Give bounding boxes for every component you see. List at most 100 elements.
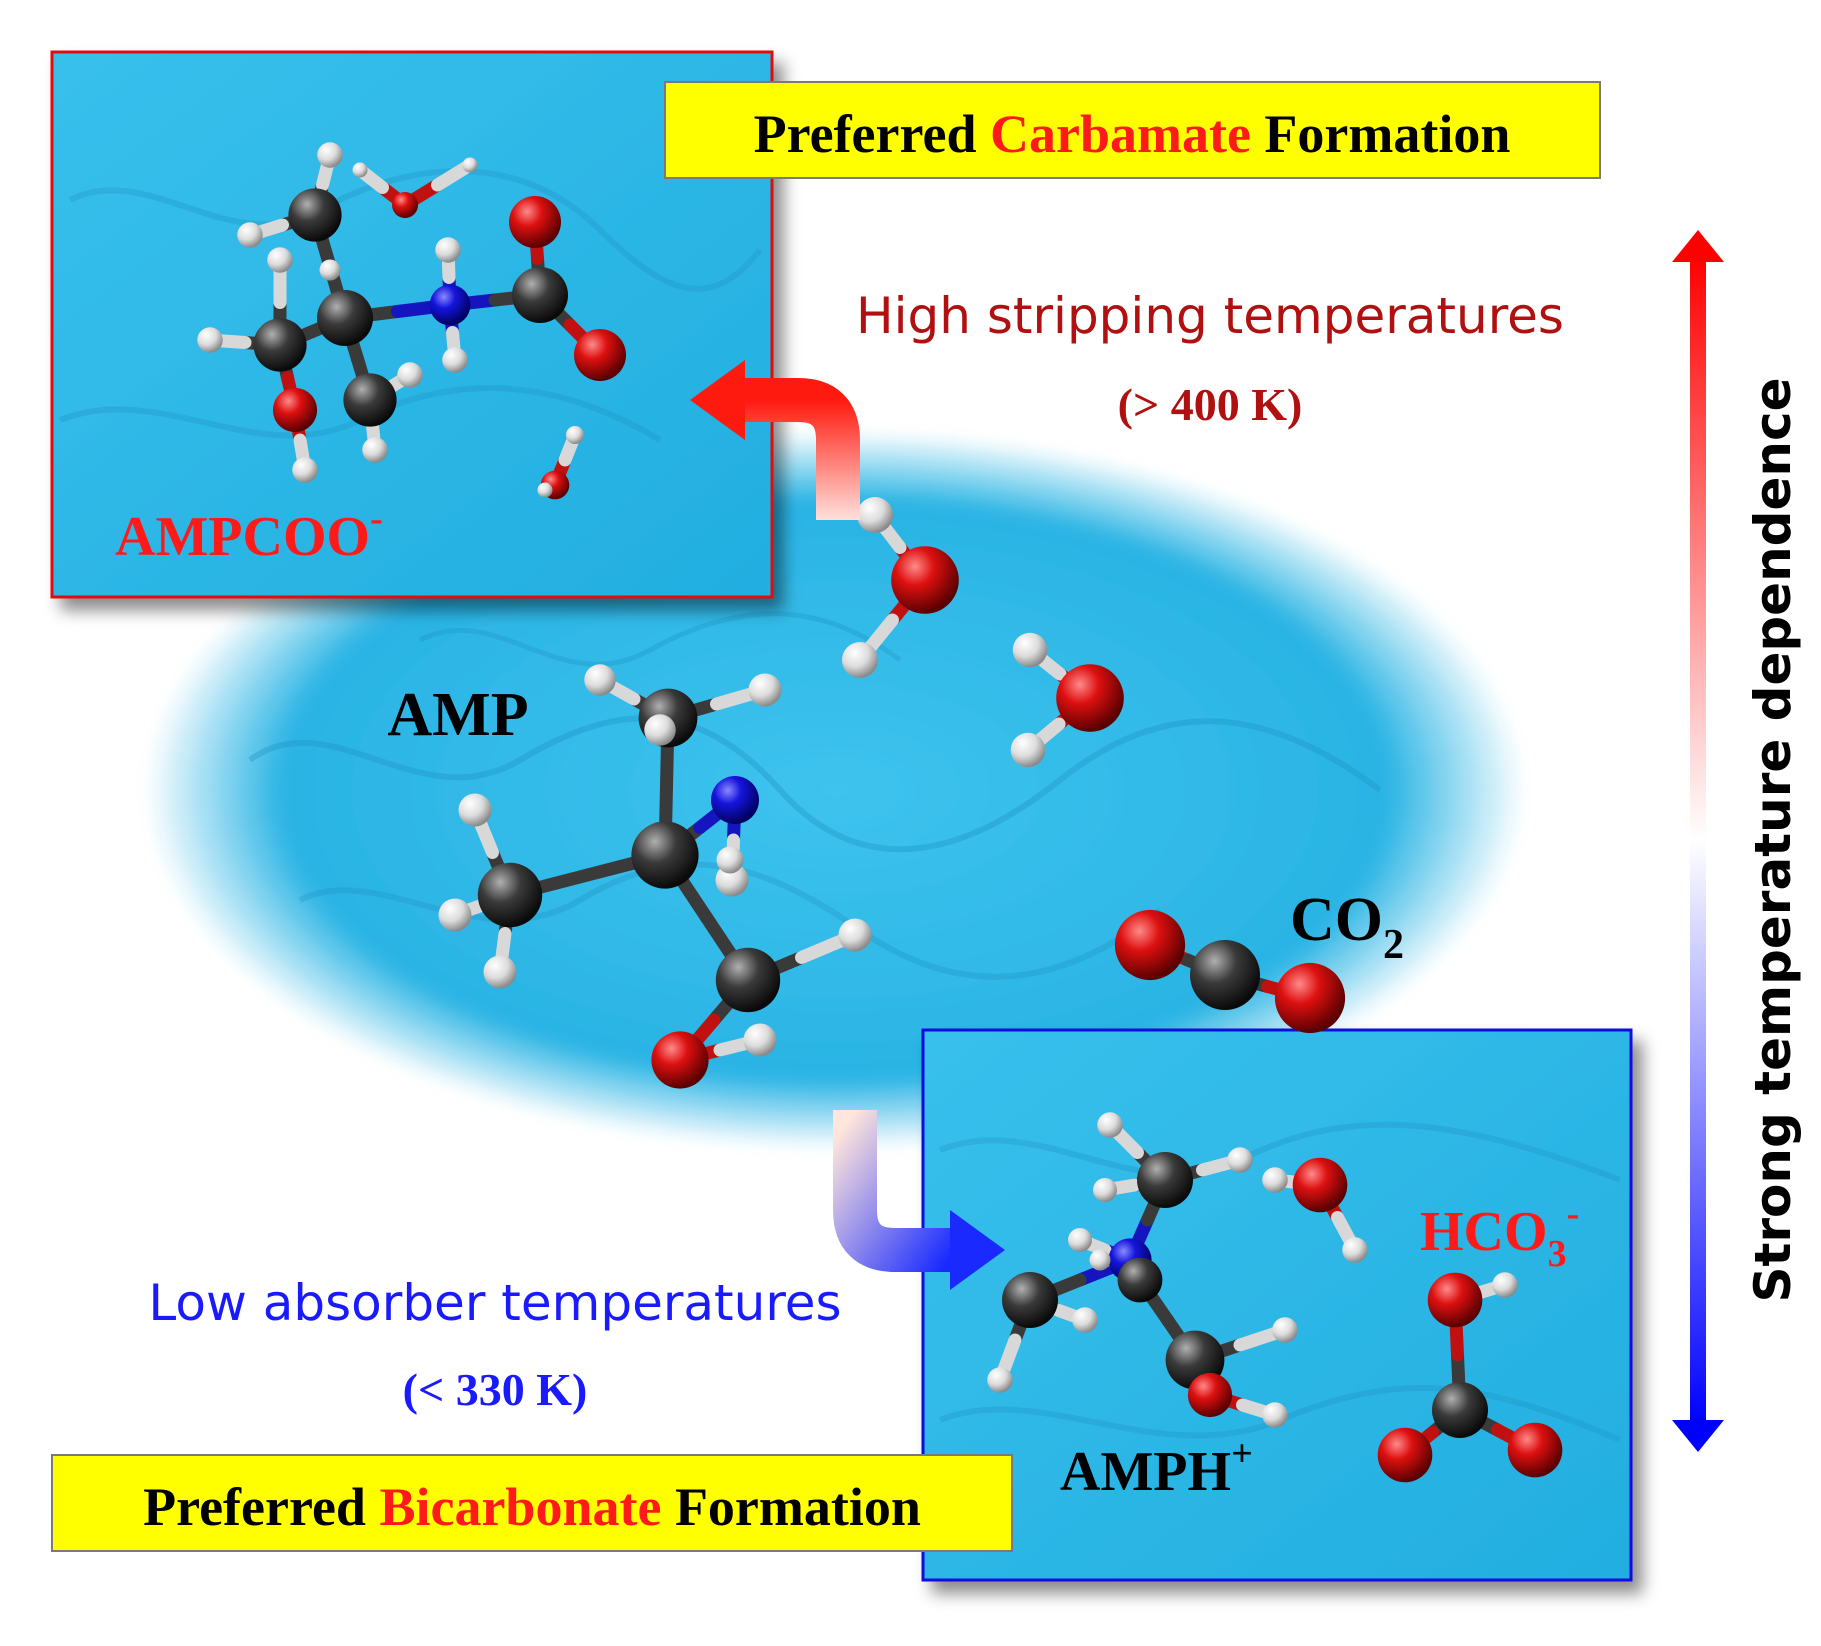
high-temp-label: High stripping temperatures — [856, 287, 1564, 345]
atom-c — [288, 188, 342, 242]
atom-h — [362, 437, 388, 463]
amph-molecule — [987, 1112, 1298, 1428]
atom-o — [1114, 909, 1186, 981]
atom-o — [891, 546, 959, 614]
atom-h — [1072, 1307, 1098, 1333]
water-molecule — [842, 497, 959, 678]
atom-o — [1377, 1427, 1433, 1483]
hco3-label: HCO3- — [1420, 1193, 1579, 1275]
atom-h — [458, 793, 492, 827]
bicarbonate-banner-prefix: Preferred — [143, 1477, 366, 1537]
co2-molecule — [1114, 909, 1346, 1034]
atom-o — [1427, 1272, 1483, 1328]
co2-main: CO — [1290, 886, 1383, 954]
atom-h — [1093, 1178, 1117, 1202]
atom-o — [574, 329, 626, 381]
atom-h — [743, 1023, 777, 1057]
atom-h — [1272, 1317, 1298, 1343]
atom-o — [651, 1031, 709, 1089]
atom-c — [1432, 1382, 1488, 1438]
atom-c — [1137, 1152, 1193, 1208]
atom-h — [537, 482, 553, 498]
atom-o — [1056, 664, 1124, 732]
atom-h — [483, 955, 517, 989]
ampcoo-molecule — [197, 142, 626, 483]
atom-h — [1068, 1228, 1092, 1252]
atom-c — [477, 862, 543, 928]
arrow-to-bicarbonate — [833, 1110, 1005, 1290]
atom-h — [1262, 1167, 1288, 1193]
hco3-subscript: 3 — [1548, 1233, 1567, 1275]
carbamate-banner-suffix: Formation — [1264, 104, 1510, 164]
svg-text:Preferred Bicarbonate: Preferred Bicarbonate Formation — [143, 1477, 921, 1537]
atom-h — [1262, 1402, 1288, 1428]
atom-n — [711, 776, 759, 824]
ampcoo-main: AMPCOO — [115, 506, 370, 568]
atom-h — [267, 247, 293, 273]
carbamate-banner: Preferred Carbamate Formation — [664, 81, 1601, 179]
atom-h — [842, 642, 878, 678]
amp-molecule — [438, 664, 872, 1089]
atom-h — [716, 846, 744, 874]
atom-h — [352, 162, 368, 178]
svg-text:Preferred Carbamate: Preferred Carbamate Formation — [754, 104, 1511, 164]
ampcoo-superscript: - — [370, 498, 383, 540]
bicarbonate-banner: Preferred Bicarbonate Formation — [51, 1454, 1013, 1552]
atom-c — [317, 290, 373, 346]
atom-h — [237, 222, 263, 248]
atom-n — [429, 284, 471, 326]
atom-o — [1274, 962, 1346, 1034]
bicarbonate-banner-highlight: Bicarbonate — [379, 1477, 661, 1537]
atom-h — [317, 142, 343, 168]
hco3-superscript: - — [1567, 1193, 1580, 1235]
water-molecule — [537, 426, 584, 500]
atom-c — [512, 267, 568, 323]
atom-h — [1342, 1237, 1368, 1263]
atom-h — [584, 664, 616, 696]
atom-o — [1292, 1157, 1348, 1213]
amp-label: AMP — [387, 681, 528, 749]
atom-h — [319, 259, 341, 281]
atom-c — [631, 821, 699, 889]
water-molecule — [1010, 632, 1124, 768]
amph-main: AMPH — [1060, 1441, 1231, 1503]
atom-h — [987, 1367, 1013, 1393]
atom-o — [509, 196, 561, 248]
amph-superscript: + — [1231, 1433, 1253, 1475]
atom-h — [1492, 1272, 1518, 1298]
temperature-axis — [1672, 230, 1724, 1452]
atom-h — [857, 497, 893, 533]
atom-h — [1010, 732, 1046, 768]
atom-o — [392, 192, 418, 218]
carbamate-product-box — [50, 50, 774, 599]
axis-label: Strong temperature dependence — [1744, 377, 1802, 1302]
molecule-layer — [197, 142, 1563, 1483]
atom-h — [1227, 1147, 1253, 1173]
hco3-main: HCO — [1420, 1201, 1548, 1263]
atom-c — [715, 947, 781, 1013]
carbamate-banner-highlight: Carbamate — [990, 104, 1251, 164]
high-temp-range: (> 400 K) — [1118, 379, 1303, 430]
carbamate-banner-prefix: Preferred — [754, 104, 977, 164]
hco3-molecule — [1377, 1272, 1563, 1483]
atom-c — [1190, 940, 1260, 1010]
atom-h — [438, 898, 472, 932]
co2-label: CO2 — [1290, 886, 1404, 968]
atom-h — [566, 426, 584, 444]
amph-label: AMPH+ — [1060, 1433, 1253, 1503]
atom-h — [435, 237, 461, 263]
water-molecule — [1262, 1157, 1368, 1263]
atom-o — [272, 387, 318, 433]
atom-o — [1187, 1372, 1233, 1418]
atom-h — [1089, 1249, 1111, 1271]
atom-h — [748, 673, 782, 707]
low-temp-range: (< 330 K) — [403, 1364, 588, 1415]
atom-h — [462, 157, 478, 173]
atom-h — [397, 362, 423, 388]
atom-c — [253, 318, 307, 372]
atom-h — [1097, 1112, 1123, 1138]
atom-h — [838, 918, 872, 952]
atom-h — [644, 714, 676, 746]
atom-h — [197, 327, 223, 353]
